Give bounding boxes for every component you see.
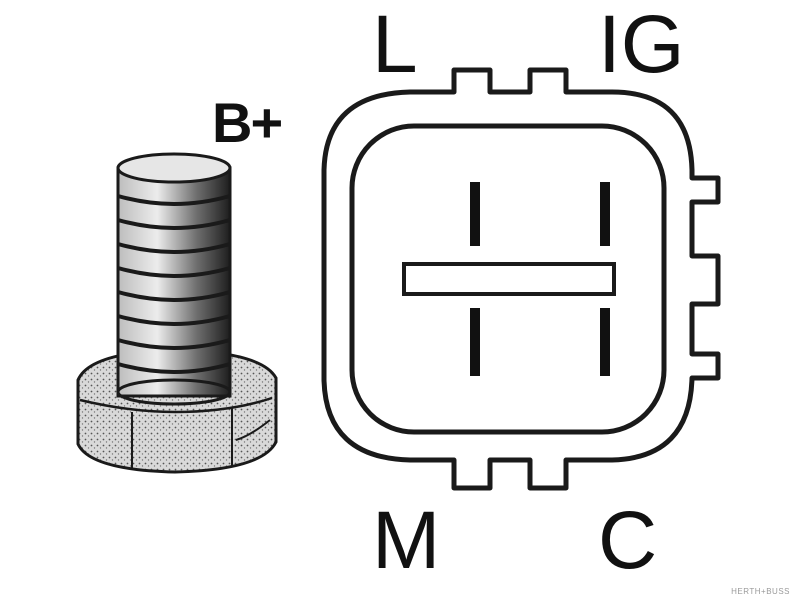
housing-outer-outline [321, 67, 721, 491]
terminal-label-c: C [598, 495, 658, 586]
threaded-shaft [116, 152, 232, 406]
pin-ig [600, 182, 610, 246]
connector-contacts [470, 182, 610, 376]
terminal-label-m: M [372, 495, 441, 586]
pin-c [600, 308, 610, 376]
pin-m [470, 308, 480, 376]
housing-inner-face [349, 123, 667, 435]
pin-l [470, 182, 480, 246]
connector-housing [321, 67, 721, 491]
terminal-label-l: L [372, 0, 418, 90]
terminal-label-b-plus: B+ [212, 91, 283, 154]
connector-key-bar [402, 262, 616, 296]
b-plus-stud [76, 152, 278, 474]
brand-watermark: HERTH+BUSS [731, 587, 790, 596]
terminal-label-ig: IG [598, 0, 685, 90]
